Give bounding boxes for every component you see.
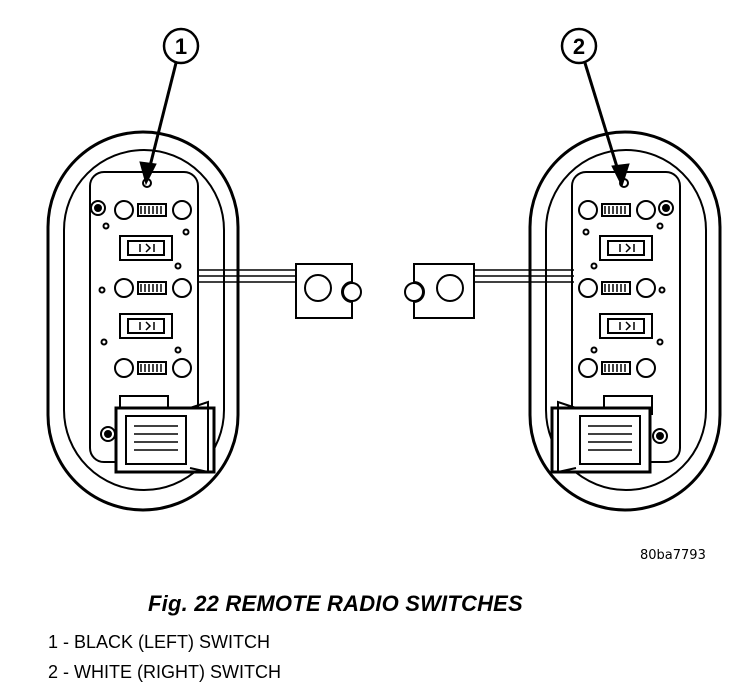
white-right-switch <box>404 130 722 512</box>
callout-2-label: 2 <box>573 34 585 59</box>
callout-1-label: 1 <box>175 34 187 59</box>
callout-2-leader <box>583 62 623 181</box>
black-left-switch <box>46 130 362 512</box>
callout-1-arrowhead <box>139 161 157 186</box>
callout-2-arrowhead <box>611 163 630 188</box>
callout-2: 2 <box>560 27 630 188</box>
callout-1: 1 <box>139 27 200 186</box>
figure-caption: Fig. 22 REMOTE RADIO SWITCHES <box>148 591 523 616</box>
callout-1-leader <box>145 62 178 179</box>
legend-item-1: 1 - BLACK (LEFT) SWITCH <box>48 632 271 652</box>
drawing-code: 80ba7793 <box>640 548 706 563</box>
legend-item-2: 2 - WHITE (RIGHT) SWITCH <box>48 662 281 682</box>
